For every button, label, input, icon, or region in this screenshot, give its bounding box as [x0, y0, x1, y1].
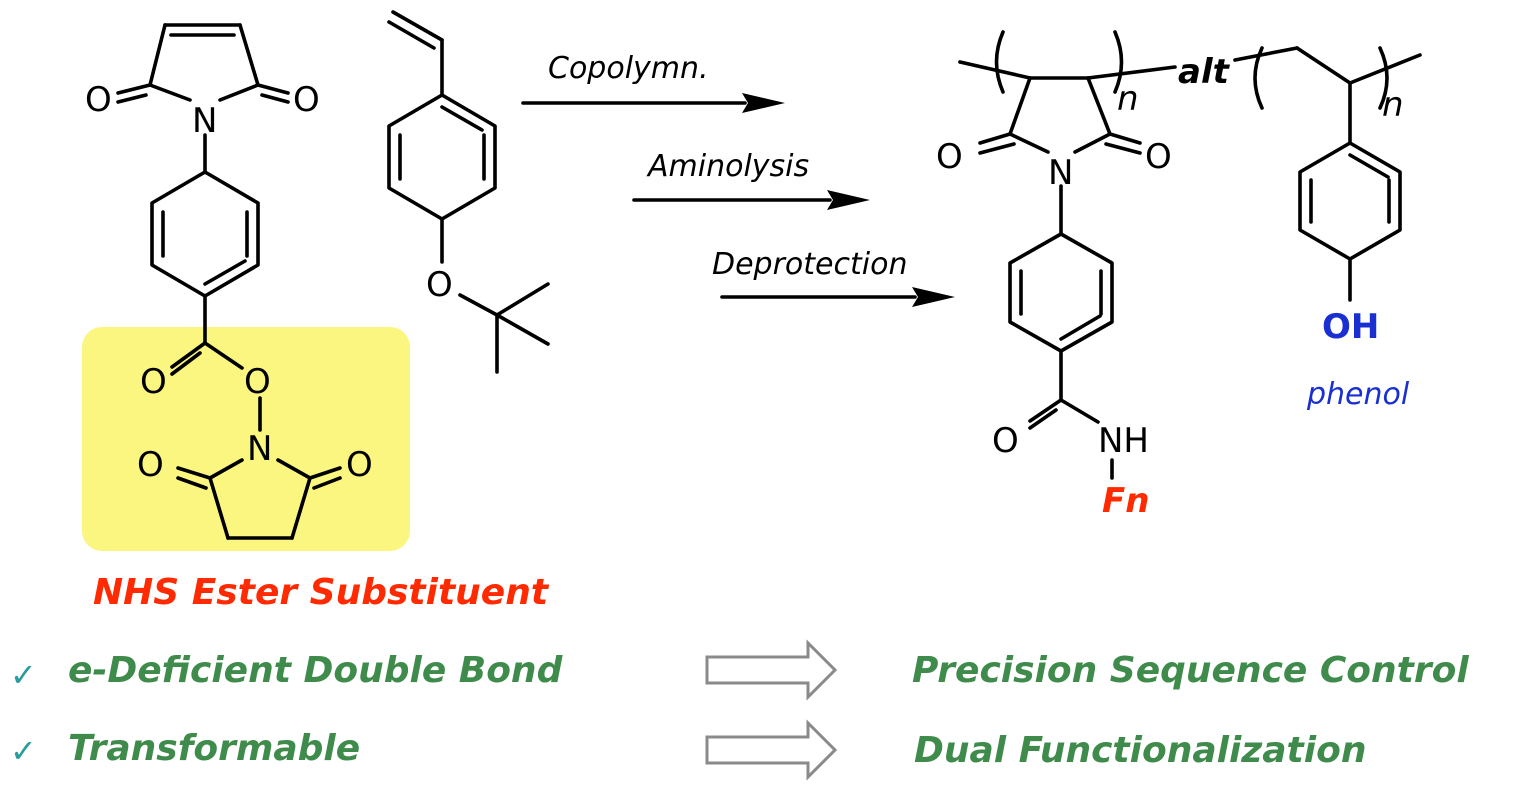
check-icon: ✓ [10, 656, 37, 694]
nhs-ester-label: NHS Ester Substituent [93, 572, 550, 613]
oh-label: OH [1322, 307, 1379, 347]
atom-n-product: N [1048, 153, 1073, 193]
atom-n-succinimide: N [247, 429, 272, 469]
styrene-monomer [387, 10, 550, 374]
atom-o-amide: O [992, 421, 1019, 461]
atom-o-tbu-ether: O [426, 265, 453, 305]
atom-n-maleimide: N [192, 101, 217, 141]
nhs-highlight-box [82, 327, 410, 551]
feature-text: Transformable [68, 728, 360, 769]
feature-text: e-Deficient Double Bond [68, 650, 564, 691]
fn-label: Fn [1102, 481, 1149, 521]
step-aminolysis: Aminolysis [646, 149, 809, 184]
alt-label: alt [1178, 52, 1231, 92]
result-text: Dual Functionalization [914, 730, 1366, 771]
subscript-n-styrene: n [1382, 85, 1404, 125]
atom-o-maleimide-left: O [85, 80, 112, 120]
step-deprotection: Deprotection [712, 247, 907, 282]
atom-o-succinimide-left: O [137, 445, 164, 485]
subscript-n-maleimide: n [1117, 79, 1139, 119]
result-text: Precision Sequence Control [912, 650, 1469, 691]
atom-o-maleimide-right: O [293, 80, 320, 120]
hollow-arrow-icon [705, 719, 838, 781]
phenol-label: phenol [1306, 377, 1410, 412]
atom-o-ester: O [244, 362, 271, 402]
step-copolymerization: Copolymn. [548, 51, 709, 86]
check-icon: ✓ [10, 732, 37, 770]
reaction-arrows [521, 93, 955, 307]
hollow-arrow-icon [705, 639, 838, 701]
atom-o-ester-carbonyl: O [140, 362, 167, 402]
atom-o-product-left: O [936, 137, 963, 177]
atom-o-product-right: O [1145, 137, 1172, 177]
product-polymer [958, 30, 1422, 480]
atom-nh-amide: NH [1098, 421, 1149, 461]
maleimide-monomer [116, 23, 342, 540]
atom-o-succinimide-right: O [346, 445, 373, 485]
